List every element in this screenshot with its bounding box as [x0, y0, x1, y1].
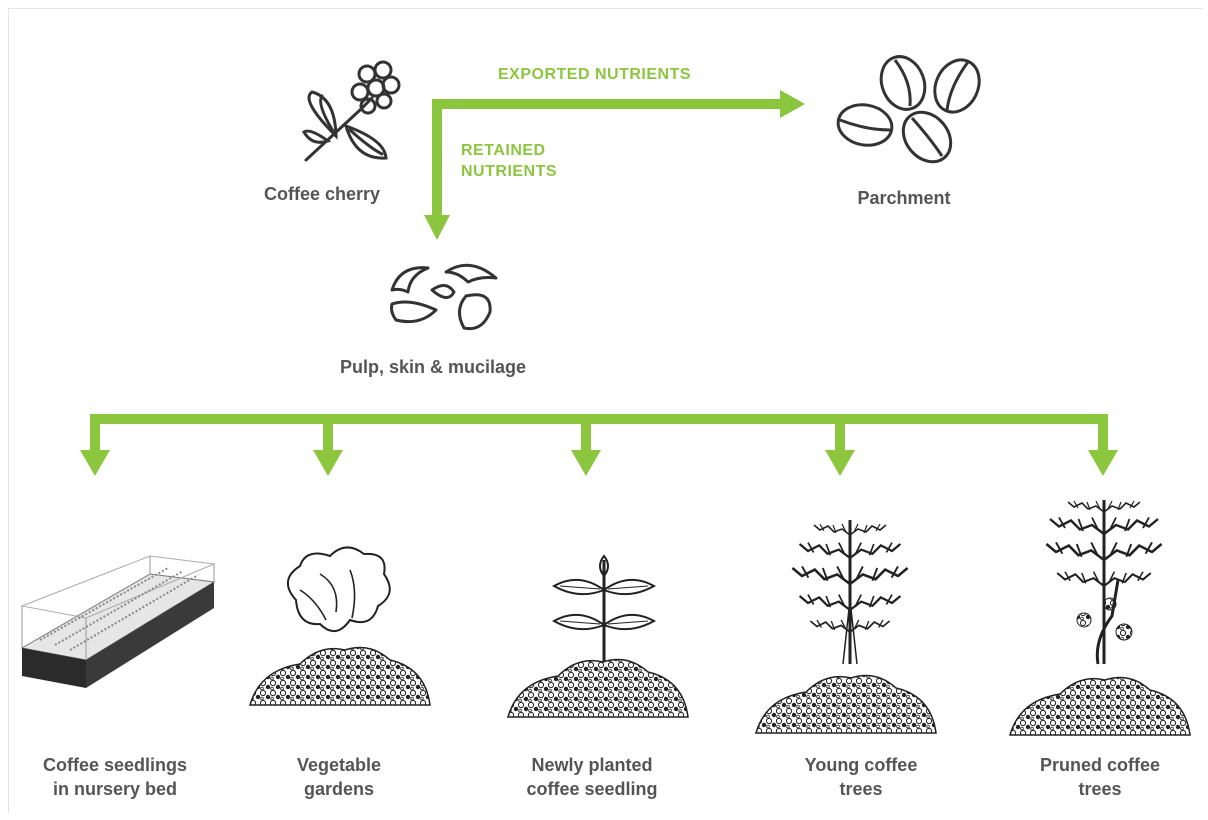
destination-label-line1: Coffee seedlings: [42, 755, 188, 775]
destination-label-line1: Vegetable: [296, 755, 382, 775]
destination-label-line2: gardens: [303, 779, 375, 799]
seedling-icon: [507, 554, 689, 718]
destination-label-vegetables: Vegetable gardens: [229, 753, 449, 801]
destination-label-line2: coffee seedling: [526, 779, 658, 799]
exported-nutrients-label: EXPORTED NUTRIENTS: [498, 66, 692, 83]
coffee-cherry-icon: [302, 60, 401, 162]
vegetable-icon: [249, 546, 431, 706]
destination-label-pruned-trees: Pruned coffee trees: [990, 753, 1208, 801]
nursery-bed-icon: [20, 555, 216, 688]
destination-label-line1: Pruned coffee: [1039, 755, 1161, 775]
pulp-skin-icon: [390, 263, 498, 331]
destination-label-young-trees: Young coffee trees: [751, 753, 971, 801]
pruned-tree-icon: [1009, 500, 1191, 736]
retained-nutrients-label-line1: RETAINED: [461, 142, 546, 159]
destination-label-line1: Newly planted: [531, 755, 653, 775]
young-tree-icon: [755, 520, 937, 734]
destination-label-line2: trees: [1078, 779, 1122, 799]
retained-nutrients-label-line2: NUTRIENTS: [461, 163, 558, 180]
parchment-label: Parchment: [857, 188, 951, 208]
destination-label-line2: trees: [839, 779, 883, 799]
retained-exported-arrows: [424, 90, 805, 240]
destination-label-line1: Young coffee: [804, 755, 918, 775]
destination-label-nursery: Coffee seedlings in nursery bed: [5, 753, 225, 801]
coffee-cherry-label: Coffee cherry: [263, 184, 381, 204]
diagram-frame: [8, 8, 1203, 813]
destination-label-line2: in nursery bed: [52, 779, 178, 799]
distribution-arrows: [80, 414, 1118, 476]
pulp-skin-mucilage-label: Pulp, skin & mucilage: [339, 357, 527, 377]
parchment-beans-icon: [836, 55, 981, 164]
destination-label-seedling: Newly planted coffee seedling: [482, 753, 702, 801]
